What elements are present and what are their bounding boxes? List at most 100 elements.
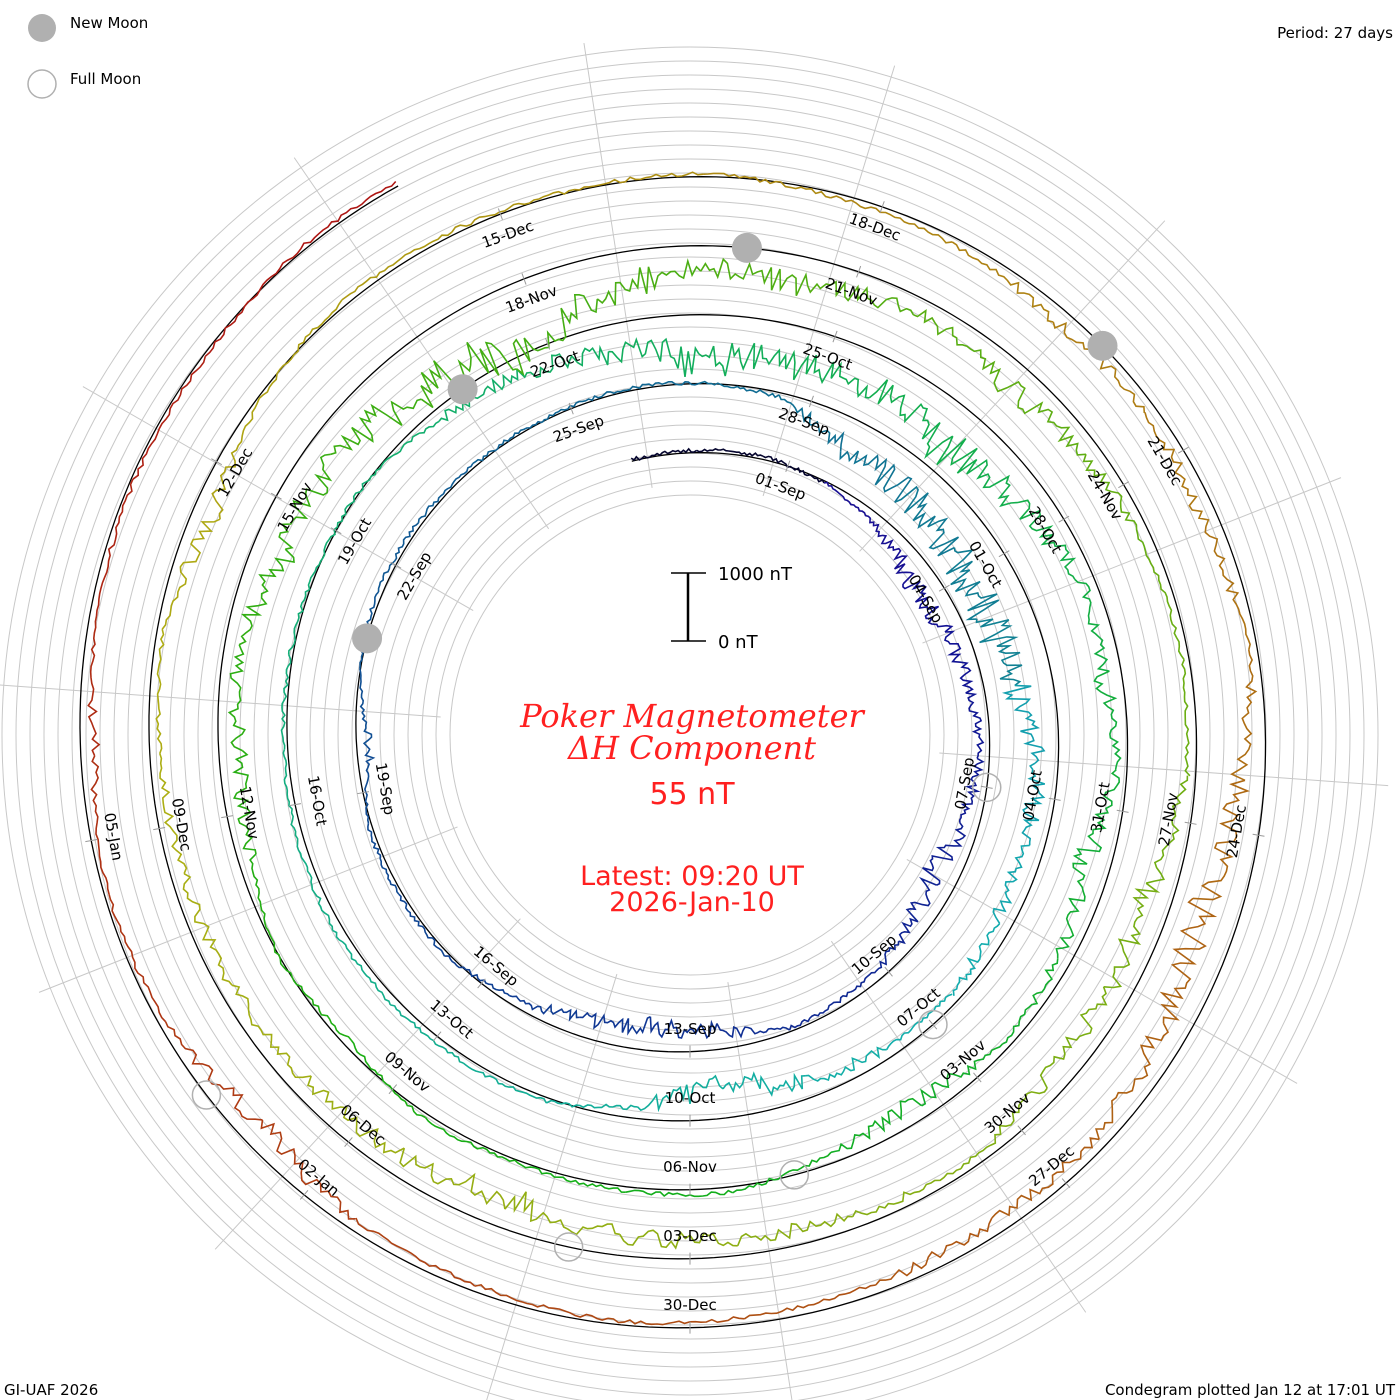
trace-day-segment xyxy=(95,478,134,617)
trace-day-segment xyxy=(874,523,915,585)
date-label: 05-Jan xyxy=(100,811,126,862)
trace-day-segment xyxy=(850,941,900,993)
date-tick xyxy=(211,458,223,466)
trace-day-segment xyxy=(617,380,699,393)
full-moon-marker xyxy=(553,1232,584,1262)
date-label: 01-Sep xyxy=(753,469,809,504)
grid-ring xyxy=(1,46,1379,1400)
date-label: 25-Sep xyxy=(551,411,607,446)
trace-day-segment xyxy=(1144,412,1210,527)
trace-day-segment xyxy=(868,379,954,460)
date-tick xyxy=(1252,833,1265,837)
trace-day-segment xyxy=(399,1147,506,1210)
trace-day-segment xyxy=(280,654,292,750)
date-tick xyxy=(477,978,486,989)
trace-day-segment xyxy=(462,1062,548,1104)
trace-day-segment xyxy=(359,668,373,747)
grid-ring xyxy=(393,438,987,1032)
trace-day-segment xyxy=(350,1039,426,1119)
trace-day-segment xyxy=(509,995,580,1022)
trace-day-segment xyxy=(365,420,440,483)
trace-day-segment xyxy=(1082,454,1147,552)
date-label: 21-Nov xyxy=(823,274,880,309)
trace-day-segment xyxy=(516,344,610,379)
date-tick xyxy=(390,561,402,569)
date-label: 22-Oct xyxy=(528,347,582,381)
trace-day-segment xyxy=(875,1217,993,1286)
trace-day-segment xyxy=(1192,779,1250,901)
trace-day-segment xyxy=(995,380,1087,456)
scale-top-label: 1000 nT xyxy=(718,564,793,585)
date-tick xyxy=(330,527,342,535)
trace-day-segment xyxy=(579,1011,651,1036)
trace-day-segment xyxy=(805,1046,887,1082)
trace-day-segment xyxy=(296,842,334,931)
trace-day-segment xyxy=(364,745,376,824)
current-value: 55 nT xyxy=(649,777,735,812)
trace-day-segment xyxy=(823,481,875,527)
date-label: 31-Oct xyxy=(1087,781,1114,834)
new-moon-marker xyxy=(447,374,478,405)
date-tick xyxy=(832,330,838,343)
trace-day-segment xyxy=(332,929,392,1006)
date-tick xyxy=(1017,1125,1026,1136)
trace-day-segment xyxy=(545,1099,638,1111)
date-tick xyxy=(85,839,98,843)
date-tick xyxy=(1118,481,1130,489)
trace-day-segment xyxy=(238,548,295,646)
trace-day-segment xyxy=(992,844,1030,925)
trace-day-segment xyxy=(785,349,870,399)
legend-new-moon: New Moon xyxy=(70,14,148,32)
date-tick xyxy=(1116,809,1129,813)
grid-ring xyxy=(197,242,1183,1228)
date-label: 18-Dec xyxy=(847,209,903,244)
trace-day-segment xyxy=(945,547,1000,621)
trace-day-segment xyxy=(108,894,167,1023)
grid-ring xyxy=(365,410,1015,1060)
grid-spoke xyxy=(293,157,550,530)
date-tick xyxy=(153,827,166,831)
trace-day-segment xyxy=(164,1021,263,1121)
date-tick xyxy=(856,265,862,278)
trace-day-segment xyxy=(778,394,845,452)
trace-day-segment xyxy=(696,448,764,457)
trace-day-segment xyxy=(211,398,260,520)
latest-time: Latest: 09:20 UT xyxy=(580,861,804,892)
dh-trace xyxy=(87,171,1258,1326)
date-label: 24-Dec xyxy=(1223,803,1250,859)
trace-day-segment xyxy=(377,522,420,593)
period-label: Period: 27 days xyxy=(1277,24,1393,42)
date-tick xyxy=(299,1189,309,1200)
date-tick xyxy=(545,337,551,350)
date-tick xyxy=(938,584,950,592)
grid-spoke xyxy=(906,859,1298,1084)
grid-ring xyxy=(253,298,1127,1172)
trace-day-segment xyxy=(1039,986,1108,1089)
trace-day-segment xyxy=(444,955,511,997)
trace-day-segment xyxy=(762,455,825,484)
trace-day-segment xyxy=(991,1137,1100,1219)
trace-day-segment xyxy=(952,923,1001,996)
grid-ring xyxy=(379,424,1001,1046)
trace-day-segment xyxy=(722,1071,806,1097)
trace-day-segment xyxy=(936,435,1019,508)
trace-day-segment xyxy=(902,580,954,633)
trace-day-segment xyxy=(306,1075,405,1154)
grid-spoke xyxy=(727,982,793,1400)
trace-day-segment xyxy=(159,753,188,875)
trace-day-segment xyxy=(607,1316,745,1326)
trace-day-segment xyxy=(1055,862,1088,959)
legend: New Moon Full Moon xyxy=(27,14,148,99)
trace-day-segment xyxy=(736,1212,853,1247)
date-label: 06-Nov xyxy=(663,1158,717,1176)
trace-day-segment xyxy=(1052,321,1146,414)
title-line2: ΔH Component xyxy=(566,729,816,767)
trace-day-segment xyxy=(341,231,453,301)
date-label: 09-Nov xyxy=(381,1048,434,1096)
trace-day-segment xyxy=(975,618,1023,687)
grid-ring xyxy=(351,396,1029,1074)
trace-day-segment xyxy=(830,1097,923,1154)
grid-ring xyxy=(15,60,1365,1400)
trace-day-segment xyxy=(232,749,257,855)
grid-ring xyxy=(155,200,1225,1270)
